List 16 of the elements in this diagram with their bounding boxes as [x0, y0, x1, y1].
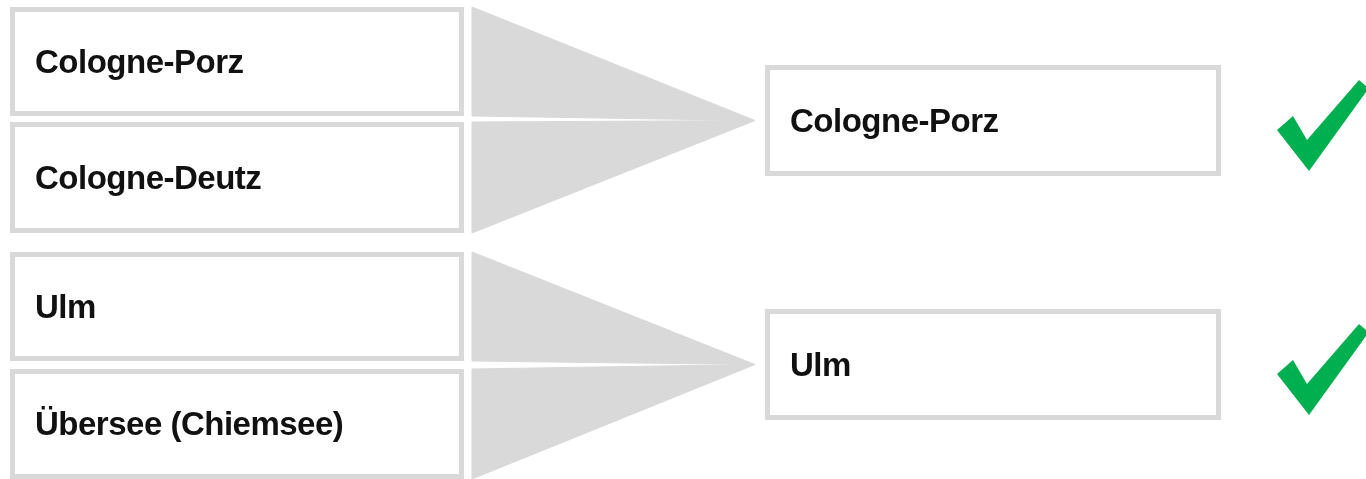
location-name: Übersee (Chiemsee)	[35, 405, 344, 443]
merge-arrow	[471, 364, 756, 479]
location-box	[765, 65, 1221, 176]
location-name: Ulm	[35, 287, 96, 326]
merge-arrow	[471, 251, 756, 365]
location-name: Ulm	[790, 345, 851, 384]
merge-arrow	[471, 6, 756, 121]
location-box	[10, 252, 464, 361]
location-name: Cologne-Porz	[790, 101, 999, 140]
location-box	[765, 309, 1221, 420]
location-box	[10, 369, 464, 479]
location-name: Cologne-Porz	[35, 42, 244, 81]
location-box	[10, 122, 464, 233]
location-box	[10, 7, 464, 116]
location-name: Cologne-Deutz	[35, 158, 262, 197]
merge-arrow	[471, 120, 756, 234]
